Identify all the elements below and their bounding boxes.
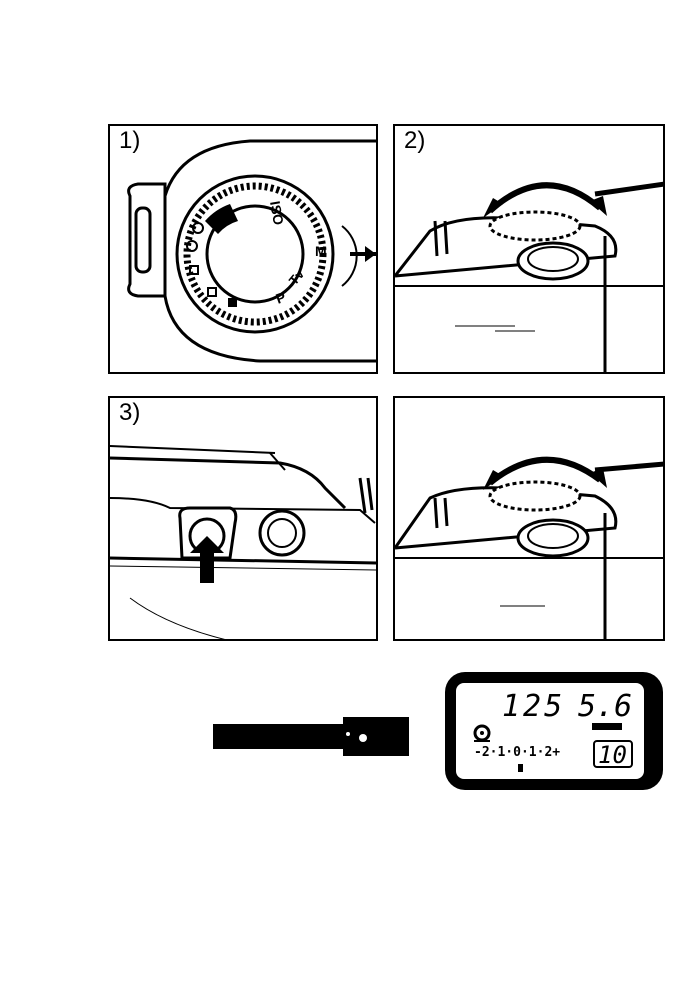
viewfinder-display-bar [213,717,409,756]
battery-icon [592,723,622,730]
button-press-illustration [110,398,378,641]
lcd-shutter-speed: 125 [502,689,565,724]
dot-indicator [346,732,350,736]
illustration-panel-4 [393,396,665,641]
lcd-panel: 125 5.6 -2·1·0·1·2+ 10 [444,671,664,791]
illustration-panel-2: 2) [393,124,665,374]
step-3-label: 3) [116,400,143,426]
illustration-panel-1: ISO M Tv P 1) [108,124,378,374]
step-1-label: 1) [116,128,143,154]
step-2-label: 2) [401,128,428,154]
mode-dial-illustration: ISO M Tv P [110,126,378,374]
ae-lock-indicator [359,734,367,742]
exposure-pointer [518,764,523,772]
main-dial-illustration-2 [395,398,665,641]
main-dial-illustration [395,126,665,374]
lcd-aperture: 5.6 [578,689,632,724]
lcd-exposure-scale: -2·1·0·1·2+ [474,745,560,760]
dial-m-label: M [315,243,327,259]
illustration-panel-3: 3) [108,396,378,641]
lcd-frame-count: 10 [598,741,627,769]
